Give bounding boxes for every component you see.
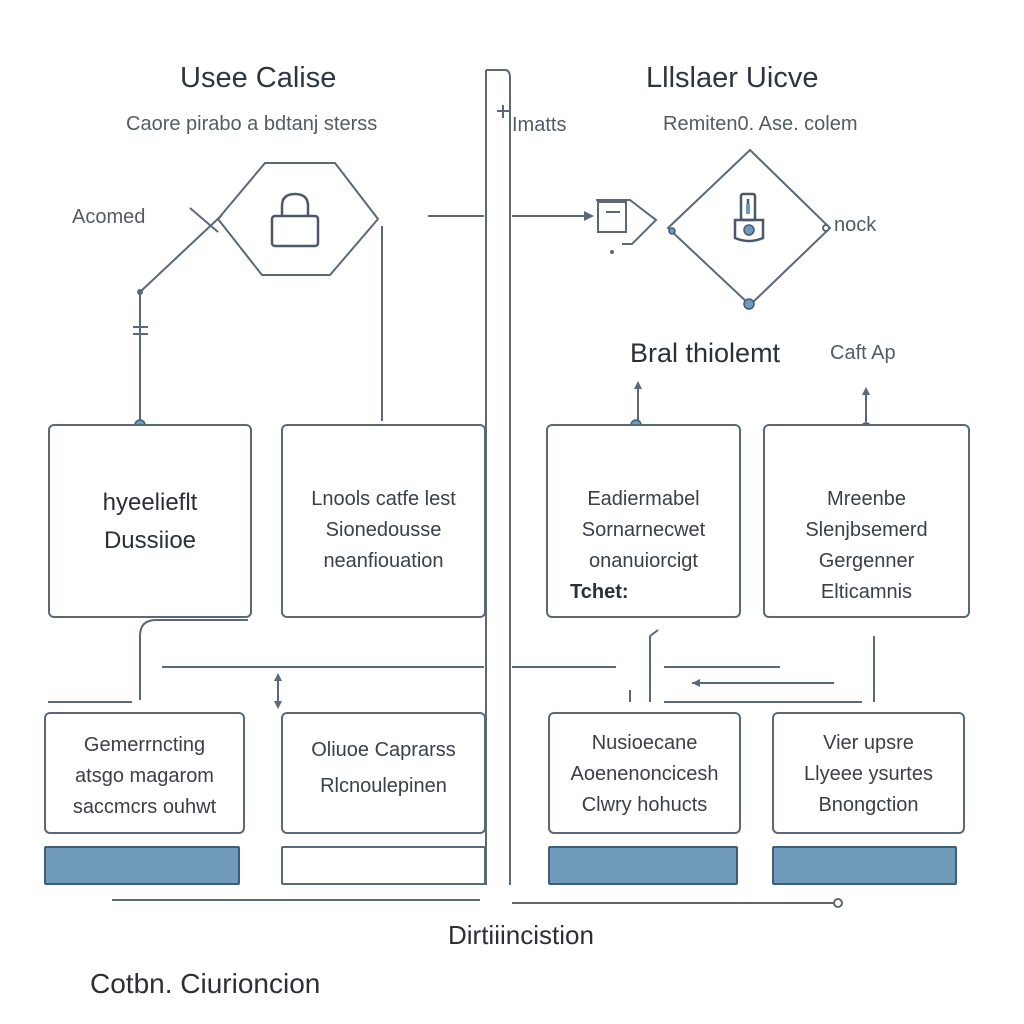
top-box-3-line: Eadiermabel [587,488,700,510]
top-box-2-line: neanfiouation [323,550,444,572]
right-subtitle: Remiten0. Ase. colem [663,113,858,135]
bottom-box-3-line: Nusioecane [591,732,698,754]
status-bar-1 [44,846,240,885]
center-label: Imatts [512,114,567,136]
top-box-3: Eadiermabel Sornarnecwet onanuiorcigt Tc… [546,424,741,618]
bottom-box-3-line: Clwry hohucts [581,794,708,816]
bottom-box-3: Nusioecane Aoenenoncicesh Clwry hohucts [548,712,741,834]
top-box-4: Mreenbe Slenjbsemerd Gergenner Elticamni… [763,424,970,618]
footer-center-label: Dirtiiincistion [448,920,594,950]
top-box-1-line: hyeelieflt [102,489,198,516]
left-side-label: Acomed [72,206,146,228]
status-bar-3 [548,846,738,885]
bottom-box-4-line: Bnongction [818,794,919,816]
bottom-box-2-line: Oliuoe Caprarss [311,739,456,761]
top-box-1-line: Dussiioe [103,527,197,554]
top-box-4-line: Gergenner [818,550,915,572]
footer-left-label: Cotbn. Ciurioncion [90,968,321,999]
lock-icon [270,192,320,248]
top-box-1: hyeelieflt Dussiioe [48,424,252,618]
bottom-box-3-line: Aoenenoncicesh [570,763,719,785]
right-heading: Bral thiolemt [630,338,781,368]
top-box-2: Lnools catfe lest Sionedousse neanfiouat… [281,424,486,618]
top-box-3-line: onanuiorcigt [589,550,698,572]
top-box-2-line: Sionedousse [325,519,442,541]
bottom-box-4-line: Vier upsre [823,732,914,754]
right-side-label: nock [834,214,877,236]
top-box-3-line: Sornarnecwet [581,519,706,541]
top-box-3-line: Tchet: [570,581,629,603]
top-box-2-line: Lnools catfe lest [311,488,456,510]
bottom-box-1-line: saccmcrs ouhwt [72,796,217,818]
right-heading-note: Caft Ap [830,342,896,364]
usb-key-icon [733,192,765,243]
status-bar-2 [281,846,486,885]
bottom-box-4: Vier upsre Llyeee ysurtes Bnongction [772,712,965,834]
top-box-4-line: Mreenbe [827,488,906,510]
bottom-box-1-line: atsgo magarom [75,765,214,787]
bottom-box-2-line: Rlcnoulepinen [320,775,447,797]
right-title: Lllslaer Uicve [646,62,819,94]
top-box-4-line: Elticamnis [820,581,913,603]
left-subtitle: Caore pirabo a bdtanj sterss [126,113,378,135]
bottom-box-1-line: Gemerrncting [83,734,206,756]
bottom-box-4-line: Llyeee ysurtes [804,763,933,785]
top-box-4-line: Slenjbsemerd [805,519,928,541]
left-title: Usee Calise [180,62,337,94]
bottom-box-2: Oliuoe Caprarss Rlcnoulepinen [281,712,486,834]
status-bar-4 [772,846,957,885]
bottom-box-1: Gemerrncting atsgo magarom saccmcrs ouhw… [44,712,245,834]
